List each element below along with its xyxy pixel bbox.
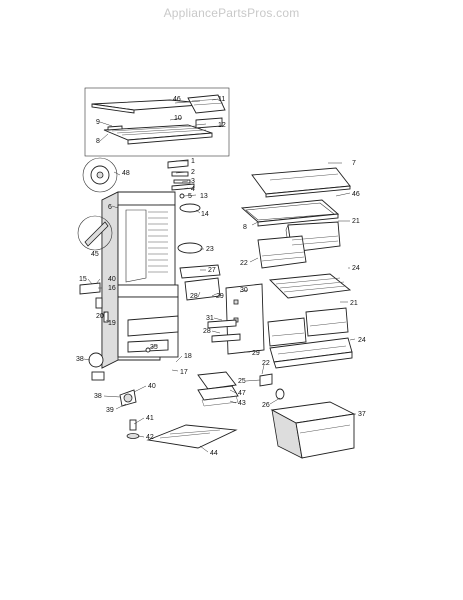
callout-20: 20: [96, 313, 104, 320]
callout-8b: 8: [243, 224, 247, 231]
callout-38b: 38: [94, 393, 102, 400]
callout-21: 21: [352, 218, 360, 225]
crisper-drawer-37: [259, 373, 356, 459]
callout-29b: 29: [252, 350, 260, 357]
callout-5: 5: [188, 193, 192, 200]
leveler-circle: [88, 352, 140, 439]
callout-30: 30: [240, 287, 248, 294]
crisper-pans-lower: [267, 307, 353, 369]
callout-47: 47: [238, 390, 246, 397]
damper-circle: [77, 215, 113, 251]
lower-trays: [146, 371, 239, 449]
callout-1: 1: [191, 158, 195, 165]
callout-46: 46: [173, 96, 181, 103]
callout-24b: 24: [358, 337, 366, 344]
callout-25: 25: [238, 378, 246, 385]
callout-48: 48: [122, 170, 130, 177]
small-brackets: [167, 159, 201, 213]
callout-22b: 22: [262, 360, 270, 367]
callout-3: 3: [191, 178, 195, 185]
leader-lines: [83, 98, 356, 453]
glass-shelf-46: [240, 199, 340, 227]
callout-7: 7: [352, 160, 356, 167]
fan-motor-circle: [82, 157, 118, 193]
callout-21b: 21: [350, 300, 358, 307]
callout-24: 24: [352, 265, 360, 272]
callout-44: 44: [210, 450, 218, 457]
callout-28: 28: [190, 293, 198, 300]
watermark: AppliancePartsPros.com: [163, 6, 300, 20]
callout-45: 45: [91, 251, 99, 258]
callout-43: 43: [238, 400, 246, 407]
callout-28b: 28: [203, 328, 211, 335]
callout-35: 35: [150, 344, 158, 351]
callout-6: 6: [108, 204, 112, 211]
callout-27: 27: [208, 267, 216, 274]
callout-labels: 46 11 10 9 12 8 1 2 3 4 48 5 13 6 14 45 …: [76, 96, 366, 457]
callout-22: 22: [240, 260, 248, 267]
callout-42: 42: [146, 434, 154, 441]
wire-shelf-24a: [269, 273, 352, 299]
callout-4: 4: [191, 186, 195, 193]
crisper-pans-upper: [257, 221, 341, 269]
callout-14: 14: [201, 211, 209, 218]
callout-19: 19: [108, 320, 116, 327]
callout-11: 11: [218, 96, 225, 103]
callout-18: 18: [184, 353, 192, 360]
callout-37: 37: [358, 411, 366, 418]
glass-shelf-7: [251, 167, 351, 198]
callout-29: 29: [216, 293, 224, 300]
callout-9: 9: [96, 119, 100, 126]
callout-13: 13: [200, 193, 208, 200]
fan-housing-parts: [177, 242, 221, 301]
callout-16: 16: [108, 285, 116, 292]
door-rail-parts: [207, 283, 265, 355]
callout-15: 15: [79, 276, 87, 283]
callout-2: 2: [191, 169, 195, 176]
callout-23: 23: [206, 246, 214, 253]
callout-39: 39: [106, 407, 114, 414]
callout-31: 31: [206, 315, 214, 322]
callout-26: 26: [262, 402, 270, 409]
callout-41: 41: [146, 415, 154, 422]
callout-12: 12: [218, 122, 226, 129]
refrigerator-cabinet: [101, 191, 179, 369]
left-hinge-parts: [79, 282, 109, 323]
callout-38: 38: [76, 356, 84, 363]
callout-10: 10: [174, 115, 182, 122]
callout-46b: 46: [352, 191, 360, 198]
callout-40: 40: [108, 276, 116, 283]
freezer-shelf-inset: [84, 87, 230, 157]
callout-40b: 40: [148, 383, 156, 390]
callout-8: 8: [96, 138, 100, 145]
callout-17: 17: [180, 369, 188, 376]
